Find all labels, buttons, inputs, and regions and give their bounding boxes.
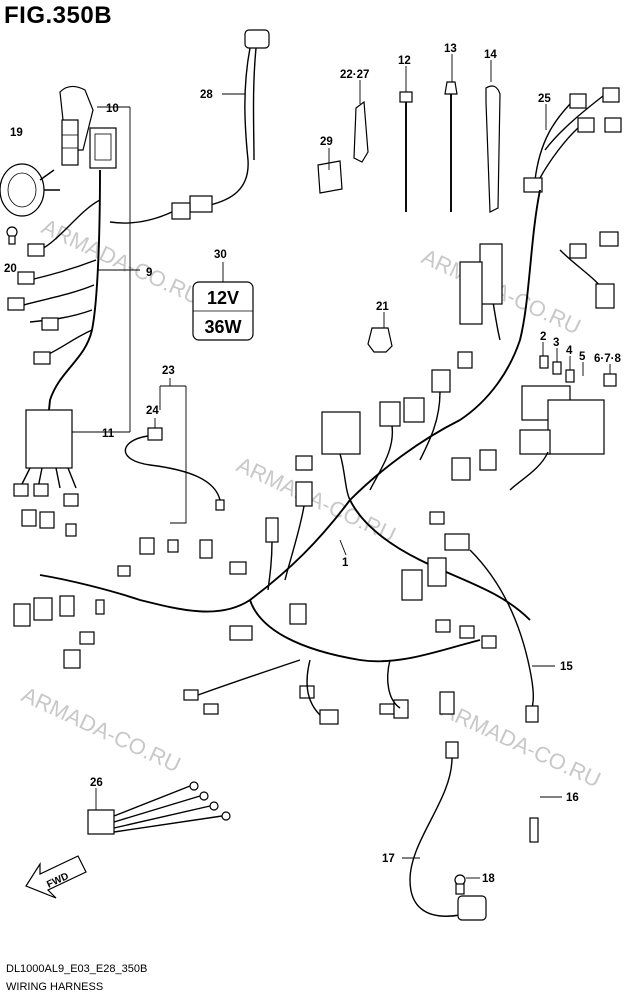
part-16-sensor <box>529 817 539 843</box>
part-21-clip <box>367 327 393 353</box>
part-25-sub-harness <box>523 87 622 193</box>
callout-19: 19 <box>10 127 23 139</box>
main-harness <box>13 189 619 725</box>
part-23-24-sensor <box>124 386 225 524</box>
fwd-arrow: FWD <box>25 855 87 899</box>
callout-21: 21 <box>376 301 389 313</box>
callout-3: 3 <box>553 337 559 349</box>
callout-25: 25 <box>538 93 551 105</box>
part-18-bolt <box>454 874 466 895</box>
fuse-voltage-text: 12V <box>207 288 239 308</box>
callout-22-27: 22·27 <box>340 69 369 81</box>
callout-11: 11 <box>102 428 115 440</box>
callout-1: 1 <box>342 557 349 569</box>
callout-13: 13 <box>444 43 457 55</box>
figure-name: WIRING HARNESS <box>6 981 104 993</box>
callout-20: 20 <box>4 263 17 275</box>
callout-17: 17 <box>382 853 395 865</box>
callout-23: 23 <box>162 365 175 377</box>
callout-29: 29 <box>320 136 333 148</box>
part-19-horn <box>0 163 60 217</box>
callout-2: 2 <box>540 331 546 343</box>
part-10-connector <box>59 85 117 169</box>
callout-24: 24 <box>146 405 159 417</box>
callout-18: 18 <box>482 873 495 885</box>
part-15-wire <box>469 549 539 723</box>
watermark-5: ARMADA-CO.RU <box>438 697 605 792</box>
fuses <box>539 355 617 387</box>
part-28-sub-harness <box>109 29 270 224</box>
callout-28: 28 <box>200 89 213 101</box>
callouts: 28 10 19 20 9 11 30 23 24 22·27 29 12 13… <box>4 43 621 885</box>
callout-16: 16 <box>566 792 579 804</box>
callout-5: 5 <box>579 351 586 363</box>
part-29-label <box>317 160 343 194</box>
watermark-3: ARMADA-CO.RU <box>233 452 400 547</box>
fuse-box <box>509 385 605 491</box>
callout-12: 12 <box>398 55 411 67</box>
leader-lines <box>72 54 611 879</box>
callout-26: 26 <box>90 777 103 789</box>
watermark-4: ARMADA-CO.RU <box>18 682 185 777</box>
fuse-wattage-text: 36W <box>204 317 241 337</box>
callout-9: 9 <box>146 267 152 279</box>
callout-6-7-8: 6·7·8 <box>594 353 621 365</box>
part-30-fuse-label: 12V 36W <box>192 281 254 341</box>
callout-30: 30 <box>214 249 227 261</box>
callout-4: 4 <box>566 345 573 357</box>
part-20-bolt <box>6 226 18 245</box>
sub-harness-left <box>7 169 101 507</box>
callout-15: 15 <box>560 661 573 673</box>
figure-code: DL1000AL9_E03_E28_350B <box>6 963 148 975</box>
cable-ties <box>353 81 501 213</box>
part-17-wire <box>409 741 487 921</box>
callout-10: 10 <box>106 103 119 115</box>
part-26-harness <box>87 781 231 835</box>
figure-title: FIG.350B <box>4 2 113 29</box>
callout-14: 14 <box>484 49 497 61</box>
